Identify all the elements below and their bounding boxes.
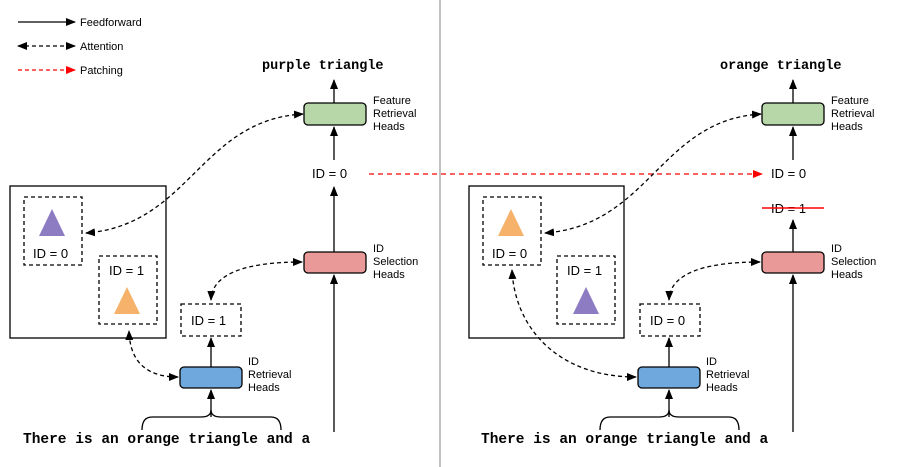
left-feature-retrieval-heads-box xyxy=(303,102,367,126)
left-scene-object-a-id: ID = 0 xyxy=(33,246,68,261)
right-output-text: orange triangle xyxy=(720,59,842,74)
right-token-brace xyxy=(599,409,740,431)
legend: Feedforward Attention Patching xyxy=(17,17,142,77)
legend-patching-label: Patching xyxy=(80,65,123,77)
right-panel: orange triangle Feature Retrieval Heads … xyxy=(468,59,879,448)
left-retrieved-id: ID = 1 xyxy=(191,313,226,328)
left-id-selection-heads-box xyxy=(303,251,367,274)
left-scene-object-b-id: ID = 1 xyxy=(109,263,144,278)
left-feature-attention-arc xyxy=(85,110,304,237)
right-feature-retrieval-heads-label: Feature Retrieval Heads xyxy=(831,95,877,133)
right-scene-box xyxy=(468,185,625,339)
left-id-selection-heads-label: ID Selection Heads xyxy=(373,243,421,281)
right-feature-attention-arc xyxy=(544,110,762,237)
left-feature-retrieval-heads-label: Feature Retrieval Heads xyxy=(373,95,419,133)
right-id-selection-heads-label: ID Selection Heads xyxy=(831,243,879,281)
legend-attention-label: Attention xyxy=(80,41,123,53)
right-id-retrieval-heads-label: ID Retrieval Heads xyxy=(706,356,752,394)
left-output-text: purple triangle xyxy=(262,59,384,74)
left-id-retrieval-heads-box xyxy=(179,366,243,389)
right-scene-object-a-box xyxy=(482,196,542,266)
right-scene-object-b-id: ID = 1 xyxy=(567,263,602,278)
left-retrieval-attention-arc xyxy=(125,330,179,381)
right-patched-id: ID = 0 xyxy=(771,166,806,181)
left-scene-object-b-box xyxy=(98,255,158,325)
right-id-retrieval-heads-box xyxy=(637,366,701,389)
left-scene-object-a-box xyxy=(23,196,83,266)
right-feature-retrieval-heads-box xyxy=(761,102,825,126)
left-selected-id: ID = 0 xyxy=(312,166,347,181)
left-id-retrieval-heads-label: ID Retrieval Heads xyxy=(248,356,294,394)
right-orange-triangle xyxy=(498,209,524,236)
left-token-brace xyxy=(141,409,282,431)
right-scene-object-a-id: ID = 0 xyxy=(492,246,527,261)
right-prompt-text: There is an orange triangle and a xyxy=(481,432,768,448)
left-orange-triangle xyxy=(114,287,140,314)
right-id-selection-heads-box xyxy=(761,251,825,274)
left-retrieved-id-box xyxy=(180,303,242,337)
legend-feedforward-label: Feedforward xyxy=(80,17,142,29)
right-retrieved-id: ID = 0 xyxy=(650,313,685,328)
left-purple-triangle xyxy=(39,209,65,236)
left-selection-attention-arc xyxy=(207,258,303,301)
left-prompt-text: There is an orange triangle and a xyxy=(23,432,310,448)
right-retrieval-attention-arc xyxy=(508,269,637,381)
left-panel: purple triangle Feature Retrieval Heads … xyxy=(9,59,421,448)
right-purple-triangle xyxy=(573,287,599,314)
right-selection-attention-arc xyxy=(665,258,761,301)
left-scene-box xyxy=(9,185,167,339)
right-retrieved-id-box xyxy=(639,303,701,337)
